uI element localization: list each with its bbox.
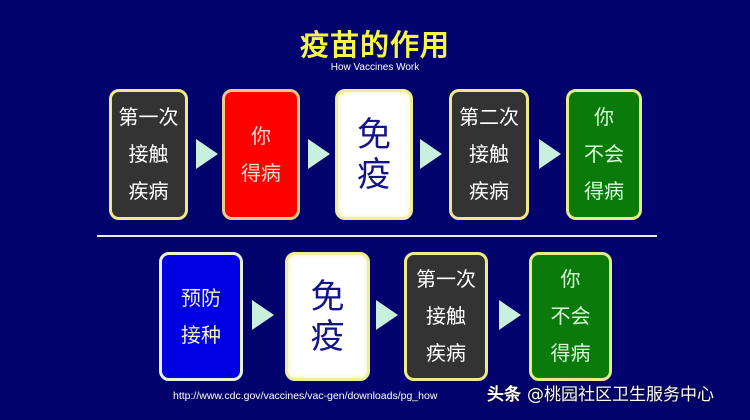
arrow-right-icon [308,139,330,169]
box-line: 疾病 [128,179,169,203]
box-line: 免 [357,114,391,155]
arrow-right-icon [252,300,274,330]
box-line: 得病 [550,341,591,365]
arrow-right-icon [196,139,218,169]
section-divider [97,235,657,237]
box-line: 接触 [426,304,466,328]
box-line: 预防 [181,285,221,310]
box-line: 疾病 [426,341,466,365]
arrow-right-icon [539,139,561,169]
arrow-right-icon [376,300,398,330]
box-line: 得病 [241,160,281,185]
box-first-exposure: 第一次 接触 疾病 [404,252,488,381]
box-line: 接种 [181,322,221,347]
box-line: 接触 [128,142,169,166]
box-immunity: 免 疫 [285,252,370,381]
box-line: 第一次 [118,105,179,129]
slide-subtitle: How Vaccines Work [330,62,420,73]
box-you-get-sick: 你 得病 [222,89,300,220]
box-line: 不会 [550,304,591,328]
watermark: 头条 @桃园社区卫生服务中心 [487,384,714,406]
box-vaccination: 预防 接种 [159,252,243,381]
arrow-right-icon [499,300,521,330]
box-line: 疫 [310,316,345,357]
box-line: 第二次 [459,105,519,129]
box-no-sickness: 你 不会 得病 [566,89,642,220]
box-line: 得病 [584,179,624,203]
box-line: 疫 [357,154,391,195]
box-line: 你 [594,105,614,129]
box-second-exposure: 第二次 接触 疾病 [449,89,529,220]
box-line: 你 [560,267,581,291]
box-line: 你 [251,123,271,148]
box-no-sickness: 你 不会 得病 [529,252,612,381]
box-first-exposure: 第一次 接触 疾病 [109,89,188,220]
box-line: 免 [310,276,345,317]
arrow-right-icon [420,139,442,169]
box-line: 疾病 [469,179,509,203]
box-line: 接触 [469,142,509,166]
box-immunity: 免 疫 [335,89,413,220]
watermark-brand: 头条 [487,385,521,405]
box-line: 不会 [584,142,624,166]
slide-title: 疫苗的作用 [299,28,450,62]
source-url: http://www.cdc.gov/vaccines/vac-gen/down… [173,390,438,402]
watermark-account: @桃园社区卫生服务中心 [527,385,714,405]
box-line: 第一次 [416,267,476,291]
